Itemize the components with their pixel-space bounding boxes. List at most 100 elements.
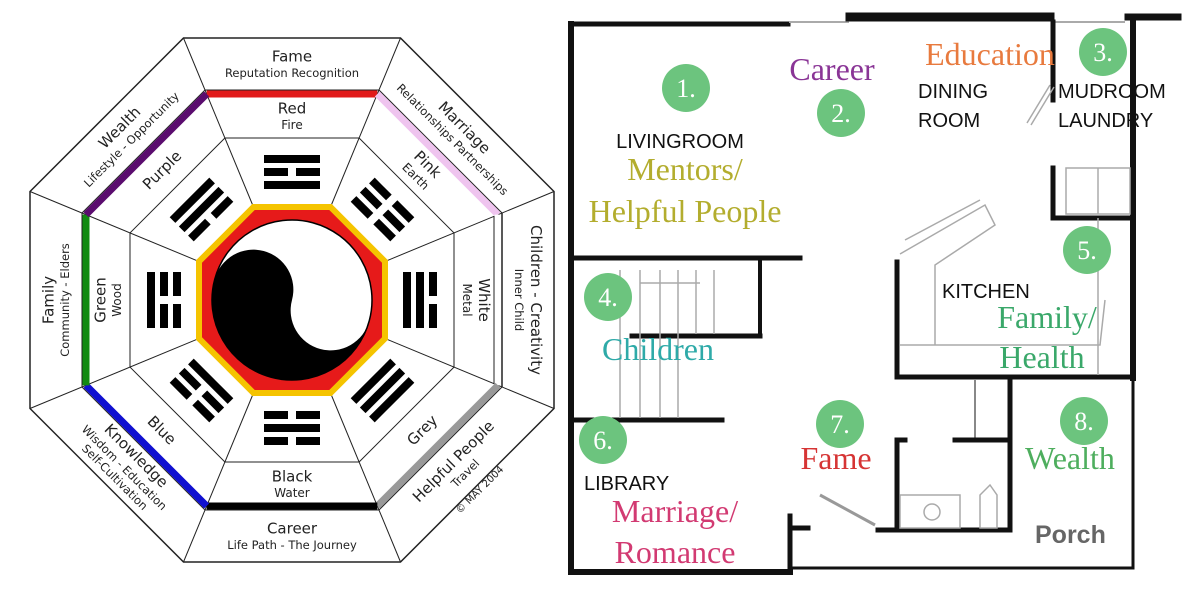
- marker-circle: [1063, 226, 1111, 274]
- area-label-mentors-2: Helpful People: [589, 193, 782, 229]
- trigram-line-broken: [192, 399, 215, 423]
- room-label-mudroom: MUDROOM: [1058, 81, 1166, 103]
- marker-number: 4.: [598, 283, 618, 312]
- trigram-line-solid: [369, 377, 415, 423]
- yin-yang-dot: [243, 279, 264, 300]
- area-markers: 1. 2. 3. 4. 5. 6. 7. 8.: [579, 28, 1127, 464]
- trigram-line-broken: [201, 390, 225, 414]
- trigram-line-solid: [188, 358, 234, 404]
- trigram-line-broken: [173, 272, 181, 296]
- trigram-line-broken: [264, 411, 288, 419]
- marker-circle: [584, 273, 632, 321]
- sector-divider: [386, 338, 555, 409]
- trigram-line-broken: [391, 200, 415, 223]
- area-subtitle: Life Path - The Journey: [227, 538, 357, 552]
- yin-yang-dot: [320, 300, 341, 321]
- trigram-icon: [350, 177, 415, 242]
- color-name: Green: [91, 277, 109, 322]
- trigram-line-broken: [160, 272, 168, 296]
- marker-number: 8.: [1074, 407, 1094, 436]
- marker-circle: [817, 89, 865, 137]
- marker-7: 7.: [816, 400, 864, 448]
- marker-number: 7.: [830, 410, 850, 439]
- room-label-dining-2: ROOM: [918, 110, 980, 132]
- marker-2: 2.: [817, 89, 865, 137]
- trigram-line-broken: [188, 218, 211, 242]
- color-name: Red: [278, 99, 307, 117]
- yin-yang-outline: [211, 219, 373, 381]
- trigram-line-broken: [382, 209, 406, 233]
- marker-5: 5.: [1063, 226, 1111, 274]
- trigram-line-broken: [296, 411, 320, 419]
- marker-circle: [579, 416, 627, 464]
- area-name: Fame: [272, 47, 312, 65]
- room-label-library: LIBRARY: [584, 473, 669, 495]
- room-label-livingroom: LIVINGROOM: [616, 131, 744, 153]
- area-labels: Mentors/ Helpful People Career Education…: [589, 36, 1115, 570]
- trigram-line-solid: [264, 181, 320, 189]
- trigram-line-broken: [178, 367, 202, 391]
- area-label-marriage: Marriage/: [612, 493, 738, 529]
- trigram-line-broken: [210, 196, 234, 219]
- trigram-line-broken: [169, 377, 193, 400]
- trigram-line-broken: [264, 437, 288, 445]
- color-band: [374, 91, 501, 218]
- trigram-line-broken: [350, 196, 374, 219]
- marker-circle: [1060, 397, 1108, 445]
- marker-3: 3.: [1079, 28, 1127, 76]
- room-labels: LIVINGROOM DINING ROOM MUDROOM LAUNDRY K…: [584, 81, 1166, 549]
- element-name: Metal: [460, 283, 474, 316]
- marker-number: 5.: [1077, 236, 1097, 265]
- trigram-icon: [147, 272, 181, 328]
- marker-circle: [1079, 28, 1127, 76]
- color-band: [83, 91, 210, 218]
- area-label-health: Health: [999, 339, 1084, 375]
- area-name: Family: [39, 276, 57, 324]
- marker-4: 4.: [584, 273, 632, 321]
- area-label-education: Education: [925, 36, 1055, 72]
- sector-divider: [29, 338, 198, 409]
- color-band: [83, 382, 210, 509]
- trigram-line-broken: [429, 272, 437, 296]
- area-label-mentors-1: Mentors/: [627, 151, 743, 187]
- area-subtitle: Inner Child: [512, 269, 526, 331]
- trigram-line-solid: [416, 272, 424, 328]
- trigram-line-broken: [373, 218, 396, 242]
- room-label-laundry: LAUNDRY: [1058, 110, 1153, 132]
- area-subtitle: Reputation Recognition: [225, 66, 359, 80]
- trigram-line-broken: [429, 304, 437, 328]
- marker-number: 6.: [593, 426, 613, 455]
- sector-divider: [386, 191, 555, 262]
- marker-6: 6.: [579, 416, 627, 464]
- trigram-line-broken: [296, 168, 320, 176]
- walls: [568, 12, 1182, 575]
- area-name: Children - Creativity: [527, 225, 545, 375]
- trigram-icon: [264, 155, 320, 189]
- trigram-icon: [403, 272, 437, 328]
- trigram-icon: [350, 358, 415, 423]
- area-label-wealth: Wealth: [1025, 440, 1115, 476]
- sector-divider: [330, 394, 401, 563]
- trigram-line-solid: [264, 155, 320, 163]
- trigram-icon: [169, 358, 234, 423]
- area-name: Career: [267, 519, 318, 537]
- trigram-line-broken: [369, 177, 392, 201]
- area-label-career: Career: [789, 51, 875, 87]
- marker-number: 2.: [831, 99, 851, 128]
- area-label-family: Family/: [997, 299, 1097, 335]
- marker-1: 1.: [662, 64, 710, 112]
- trigram-line-solid: [178, 186, 225, 233]
- yin-yang-icon: [211, 219, 373, 381]
- marker-circle: [816, 400, 864, 448]
- trigram-line-broken: [264, 168, 288, 176]
